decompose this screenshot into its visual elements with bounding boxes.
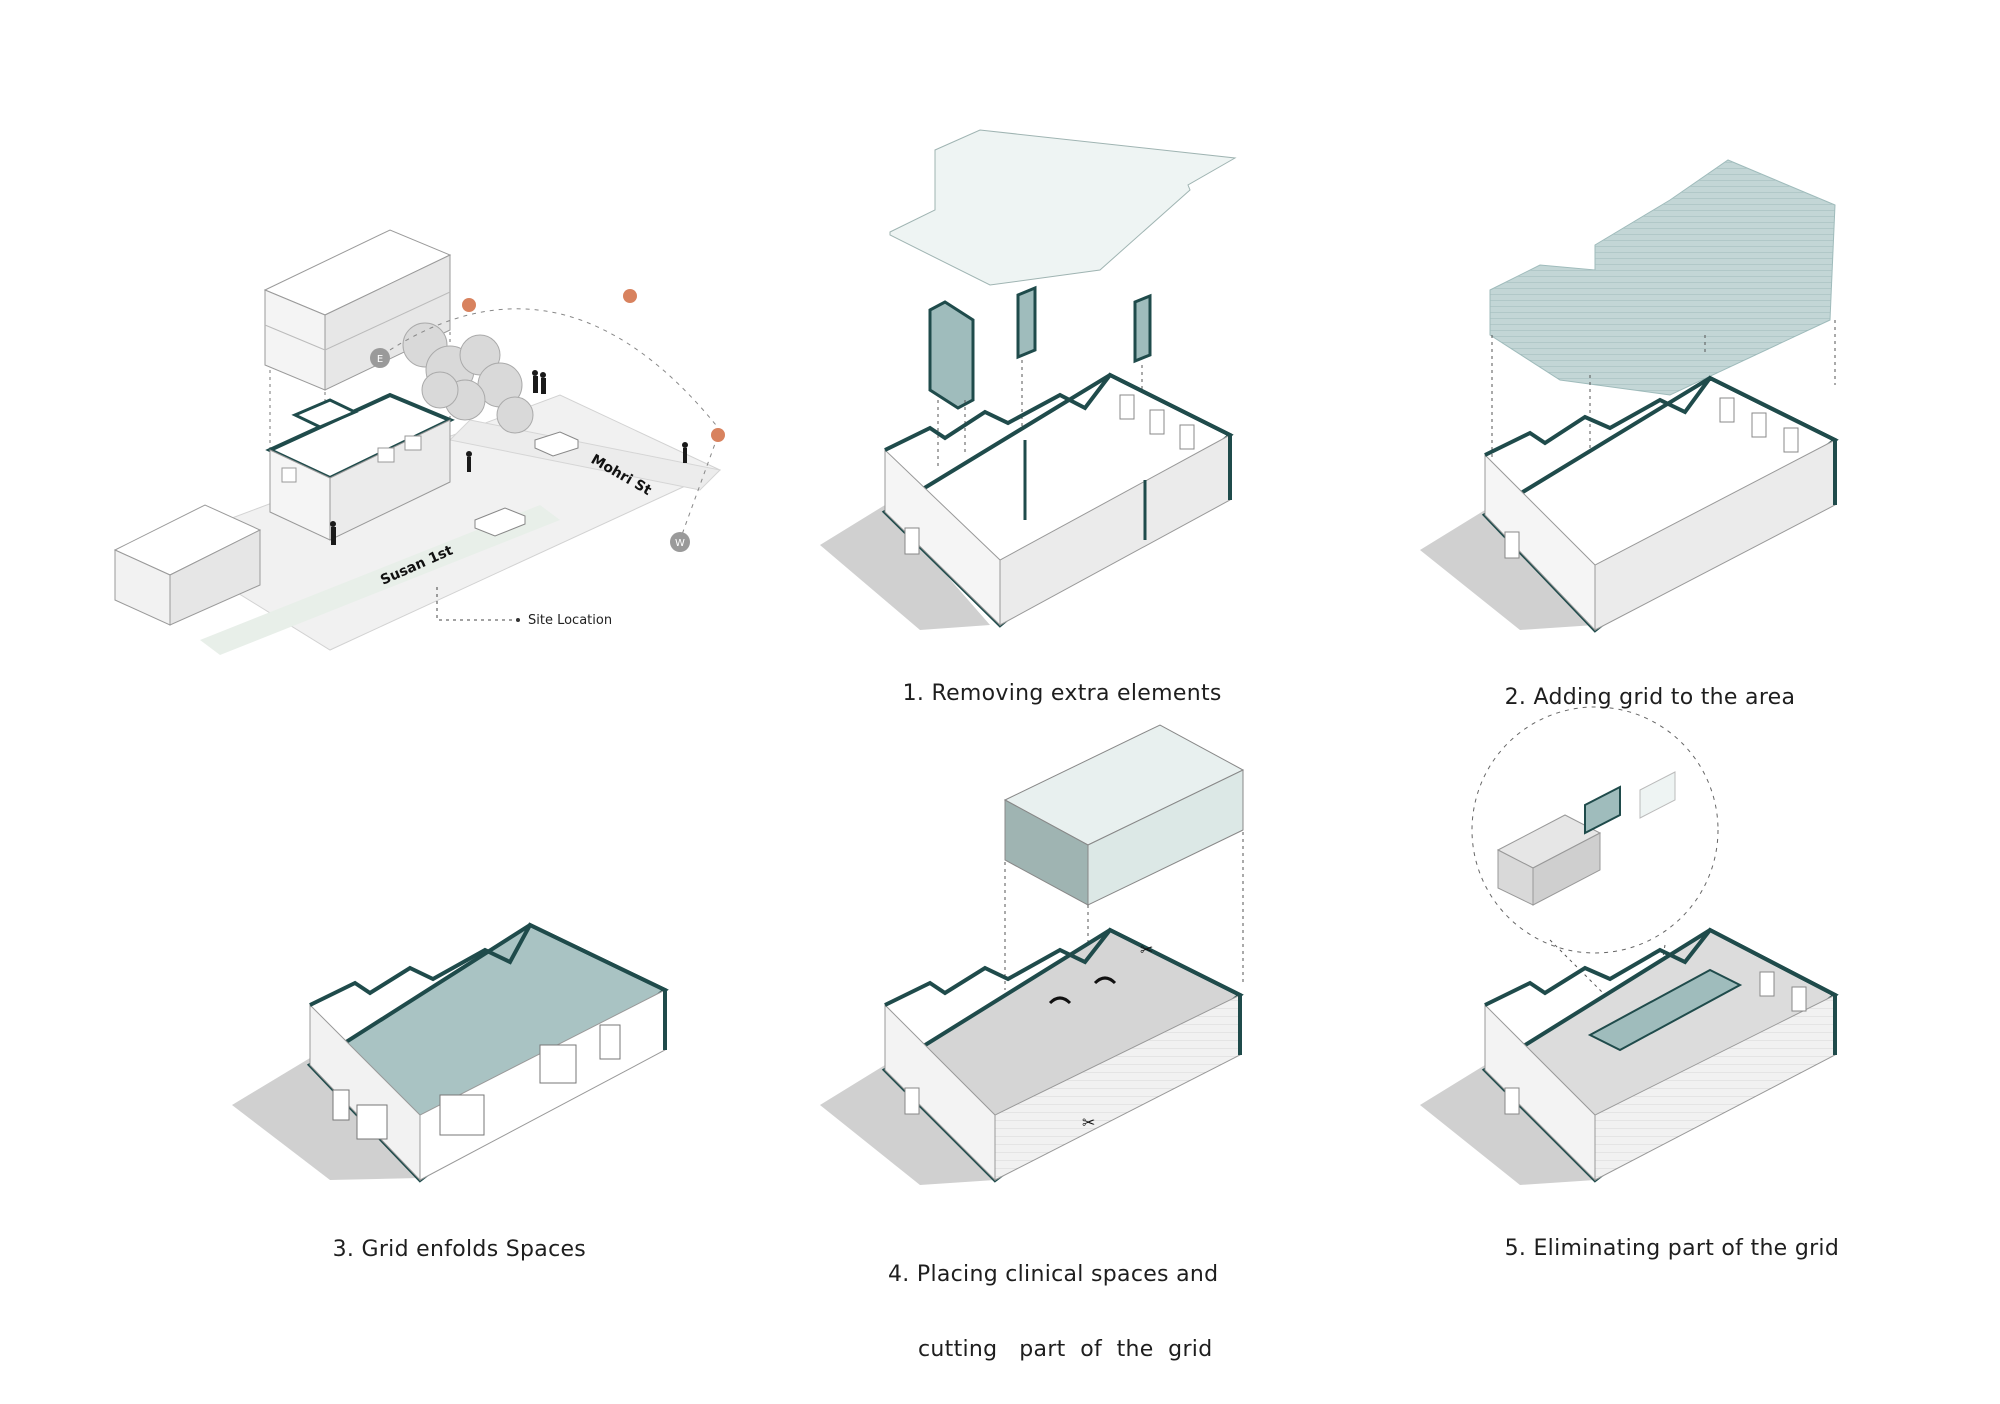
step-2-caption: 2. Adding grid to the area bbox=[1490, 660, 1795, 710]
site-location-label: Site Location bbox=[528, 613, 612, 628]
step-3-caption-line1: 3. Grid enfolds Spaces bbox=[332, 1237, 587, 1262]
svg-text:✂: ✂ bbox=[1140, 940, 1153, 959]
step-5-caption-line1: 5. Eliminating part of the grid bbox=[1504, 1236, 1840, 1261]
compass-west-label: W bbox=[675, 538, 685, 549]
compass-east-label: E bbox=[377, 354, 383, 365]
sun-marker-1 bbox=[462, 298, 476, 312]
step-4-caption: 4. Placing clinical spaces and cutting p… bbox=[888, 1212, 1218, 1387]
step-2-caption-line1: 2. Adding grid to the area bbox=[1504, 685, 1796, 710]
step-1-diagram bbox=[820, 129, 1237, 630]
step-4-caption-line1: 4. Placing clinical spaces and bbox=[888, 1262, 1219, 1287]
step-1-caption-line1: 1. Removing extra elements bbox=[902, 681, 1222, 706]
step-5-diagram bbox=[1420, 706, 1839, 1185]
step-1-caption: 1. Removing extra elements bbox=[888, 656, 1222, 706]
step-3-diagram bbox=[232, 922, 669, 1183]
compass-east-marker: E bbox=[370, 348, 390, 368]
step-4-caption-line2: cutting part of the grid bbox=[918, 1337, 1213, 1362]
site-plan: E W Mohri St Susan 1st Site Location bbox=[113, 229, 725, 655]
step-4-diagram: ✂ ✂ bbox=[820, 724, 1245, 1185]
step-3-caption: 3. Grid enfolds Spaces bbox=[318, 1212, 586, 1262]
svg-text:✂: ✂ bbox=[1082, 1113, 1095, 1132]
sun-marker-2 bbox=[623, 289, 637, 303]
sun-marker-3 bbox=[711, 428, 725, 442]
compass-west-marker: W bbox=[670, 532, 690, 552]
step-5-caption: 5. Eliminating part of the grid bbox=[1490, 1211, 1839, 1261]
step-2-diagram bbox=[1420, 159, 1839, 633]
